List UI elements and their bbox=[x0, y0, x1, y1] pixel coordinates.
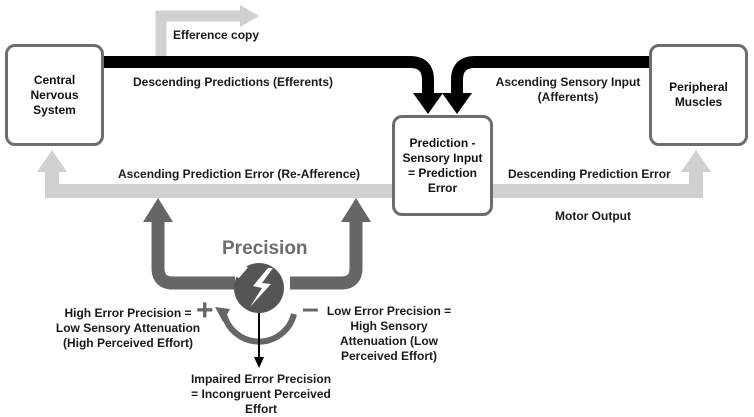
precision-dial-icon bbox=[215, 263, 297, 368]
descending-predictions-label: Descending Predictions (Efferents) bbox=[133, 75, 334, 89]
ascending-prediction-error-arrow bbox=[37, 150, 393, 198]
efference-copy-label: Efference copy bbox=[173, 28, 260, 42]
motor-output-label: Motor Output bbox=[555, 209, 631, 223]
low-error-precision-label: Low Error Precision = High Sensory Atten… bbox=[326, 304, 452, 363]
impaired-error-precision-label: Impaired Error Precision = Incongruent P… bbox=[190, 372, 332, 416]
efference-copy-arrow bbox=[155, 5, 259, 60]
descending-predictions-arrow bbox=[103, 56, 443, 114]
descending-prediction-error-arrow bbox=[492, 150, 711, 198]
plus-sign: + bbox=[196, 294, 214, 327]
central-nervous-system-label: Central Nervous System bbox=[30, 72, 79, 117]
precision-title: Precision bbox=[222, 238, 308, 259]
peripheral-muscles-label: Peripheral Muscles bbox=[669, 80, 728, 109]
high-error-precision-label: High Error Precision = Low Sensory Atten… bbox=[55, 306, 201, 350]
peripheral-muscles-box: Peripheral Muscles bbox=[649, 44, 748, 146]
ascending-prediction-error-label: Ascending Prediction Error (Re-Afference… bbox=[118, 167, 361, 181]
ascending-sensory-input-label: Ascending Sensory Input (Afferents) bbox=[495, 75, 641, 104]
prediction-error-box: Prediction - Sensory Input = Prediction … bbox=[392, 115, 493, 216]
precision-feedback-arrows bbox=[143, 198, 371, 290]
central-nervous-system-box: Central Nervous System bbox=[5, 44, 104, 146]
prediction-error-label: Prediction - Sensory Input = Prediction … bbox=[402, 135, 483, 195]
diagram-canvas bbox=[37, 5, 711, 368]
minus-sign: – bbox=[302, 292, 319, 325]
descending-prediction-error-label: Descending Prediction Error bbox=[508, 167, 671, 181]
ascending-sensory-input-arrow bbox=[442, 56, 650, 114]
